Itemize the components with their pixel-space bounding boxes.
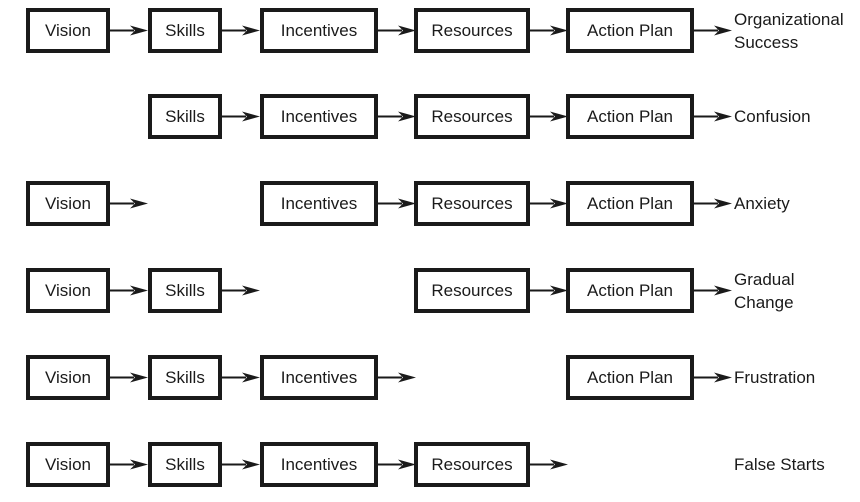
row-2-skills-box: Skills [148, 94, 222, 139]
row-1-outcome-label: Organizational Success [734, 9, 844, 52]
row-5-incentives-box: Incentives [260, 355, 378, 400]
row-2-action-plan-arrow [694, 111, 732, 122]
row-5-vision-box: Vision [26, 355, 110, 400]
row-2-outcome-label: Confusion [734, 107, 811, 126]
row-5-action-plan-arrow [694, 372, 732, 383]
row-1-skills-box: Skills [148, 8, 222, 53]
row-4-skills-box: Skills [148, 268, 222, 313]
row-4-action-plan-arrow [694, 285, 732, 296]
row-4-resources-box: Resources [414, 268, 530, 313]
row-6-resources-box: Resources [414, 442, 530, 487]
row-1-action-plan-box: Action Plan [566, 8, 694, 53]
row-4-action-plan-box: Action Plan [566, 268, 694, 313]
row-3-action-plan-arrow [694, 198, 732, 209]
row-4-resources-arrow [530, 285, 568, 296]
row-5-skills-box: Skills [148, 355, 222, 400]
row-5-outcome-label: Frustration [734, 368, 816, 387]
row-3-vision-arrow [110, 198, 148, 209]
row-2-incentives-arrow [378, 111, 416, 122]
row-2-action-plan-box: Action Plan [566, 94, 694, 139]
row-3-outcome-label: Anxiety [734, 194, 790, 213]
row-1-action-plan-arrow [694, 25, 732, 36]
row-4-outcome-label: Gradual Change [734, 269, 795, 312]
row-1-incentives-box: Incentives [260, 8, 378, 53]
row-6-skills-box: Skills [148, 442, 222, 487]
row-4-vision-box: Vision [26, 268, 110, 313]
row-6-incentives-arrow [378, 459, 416, 470]
row-5-action-plan-box: Action Plan [566, 355, 694, 400]
row-2-incentives-box: Incentives [260, 94, 378, 139]
row-4-vision-arrow [110, 285, 148, 296]
row-1-incentives-arrow [378, 25, 416, 36]
row-1-skills-arrow [222, 25, 260, 36]
row-6-incentives-box: Incentives [260, 442, 378, 487]
row-3-incentives-box: Incentives [260, 181, 378, 226]
row-3-resources-box: Resources [414, 181, 530, 226]
row-1-vision-arrow [110, 25, 148, 36]
row-6-skills-arrow [222, 459, 260, 470]
row-3-vision-box: Vision [26, 181, 110, 226]
row-3-resources-arrow [530, 198, 568, 209]
row-3-incentives-arrow [378, 198, 416, 209]
row-6-vision-arrow [110, 459, 148, 470]
row-5-vision-arrow [110, 372, 148, 383]
row-5-incentives-arrow [378, 372, 416, 383]
row-4-skills-arrow [222, 285, 260, 296]
row-6-resources-arrow [530, 459, 568, 470]
row-1-vision-box: Vision [26, 8, 110, 53]
row-3-action-plan-box: Action Plan [566, 181, 694, 226]
row-6-outcome-label: False Starts [734, 455, 825, 474]
row-2-resources-box: Resources [414, 94, 530, 139]
row-5-skills-arrow [222, 372, 260, 383]
row-1-resources-arrow [530, 25, 568, 36]
row-2-skills-arrow [222, 111, 260, 122]
row-1-resources-box: Resources [414, 8, 530, 53]
row-2-resources-arrow [530, 111, 568, 122]
row-6-vision-box: Vision [26, 442, 110, 487]
